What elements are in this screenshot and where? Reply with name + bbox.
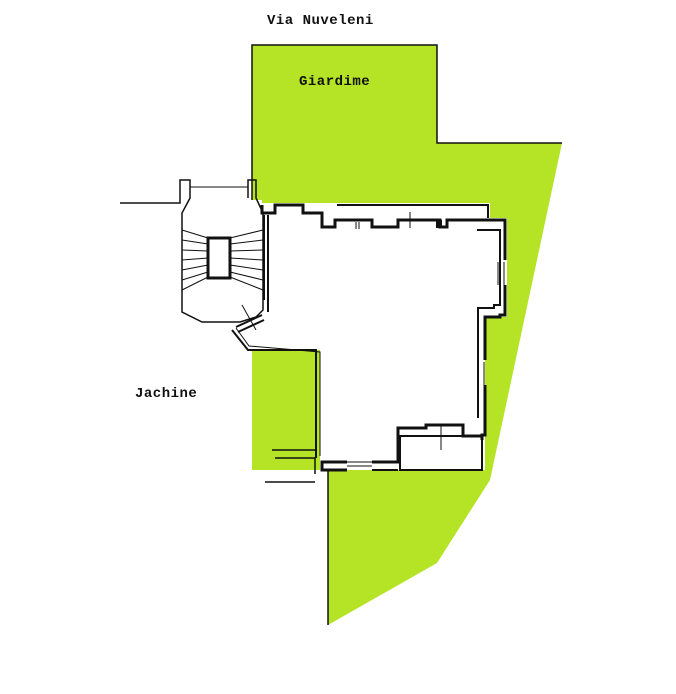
neighbour-label: Jachine: [135, 386, 198, 402]
garden-boundary: [251, 44, 562, 625]
street-label: Via Nuveleni: [267, 13, 374, 29]
building-footprint: [232, 200, 507, 470]
building-walls: [231, 203, 507, 483]
garden-label: Giardime: [299, 74, 371, 90]
stairwell: [120, 179, 265, 333]
